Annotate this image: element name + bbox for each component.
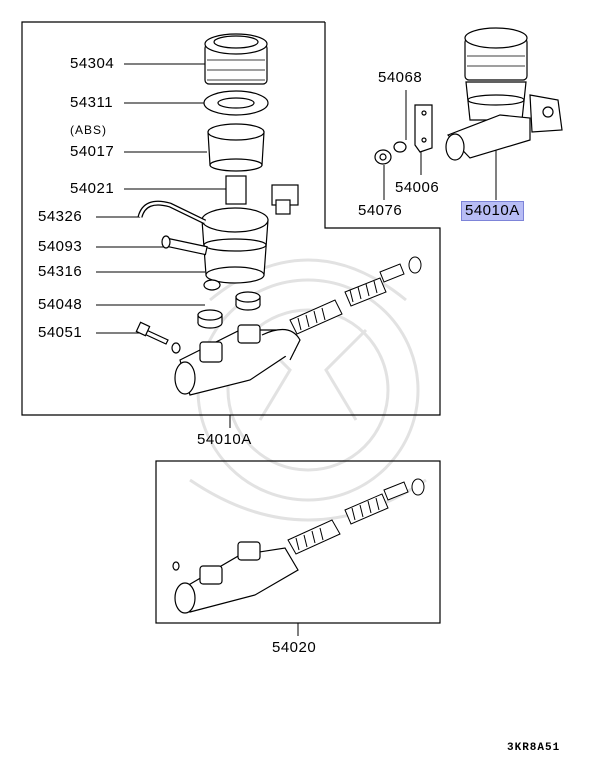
sensor-part [225, 175, 299, 215]
bleeder-54051 [135, 321, 181, 354]
reservoir-cap [204, 33, 268, 85]
abs-reservoir-upper [207, 123, 265, 172]
label-54311[interactable]: 54311 [70, 94, 114, 111]
label-54051[interactable]: 54051 [38, 324, 83, 341]
label-54017[interactable]: 54017 [70, 143, 115, 160]
master-cylinder-abs [174, 324, 301, 396]
nut-54076 [374, 149, 392, 165]
label-54020[interactable]: 54020 [272, 639, 317, 656]
label-54093[interactable]: 54093 [38, 238, 83, 255]
leader-lines [96, 63, 497, 636]
piston-assembly-54020 [287, 478, 425, 555]
master-cylinder-54020 [172, 541, 299, 614]
grommets [197, 291, 261, 329]
assembled-master-cylinder [445, 27, 563, 161]
label-abs: (ABS) [70, 123, 108, 137]
label-54076[interactable]: 54076 [358, 202, 403, 219]
reservoir-body [201, 207, 269, 291]
label-54010a[interactable]: 54010A [197, 431, 252, 448]
watermark-emblem [189, 258, 427, 522]
label-54326[interactable]: 54326 [38, 208, 83, 225]
bracket-54006 [414, 104, 433, 153]
diagram-code: 3KR8A51 [507, 742, 561, 754]
label-54316[interactable]: 54316 [38, 263, 83, 280]
abs-assembly-box [21, 21, 441, 416]
nut-54068 [393, 141, 407, 153]
label-54304[interactable]: 54304 [70, 55, 115, 72]
reservoir-filter [203, 90, 269, 116]
label-54010a-selected[interactable]: 54010A [461, 201, 524, 221]
label-54068[interactable]: 54068 [378, 69, 423, 86]
label-54021[interactable]: 54021 [70, 180, 115, 197]
bolt-54093 [161, 235, 208, 256]
piston-assembly-abs [289, 256, 422, 335]
label-54048[interactable]: 54048 [38, 296, 83, 313]
label-54006[interactable]: 54006 [395, 179, 440, 196]
